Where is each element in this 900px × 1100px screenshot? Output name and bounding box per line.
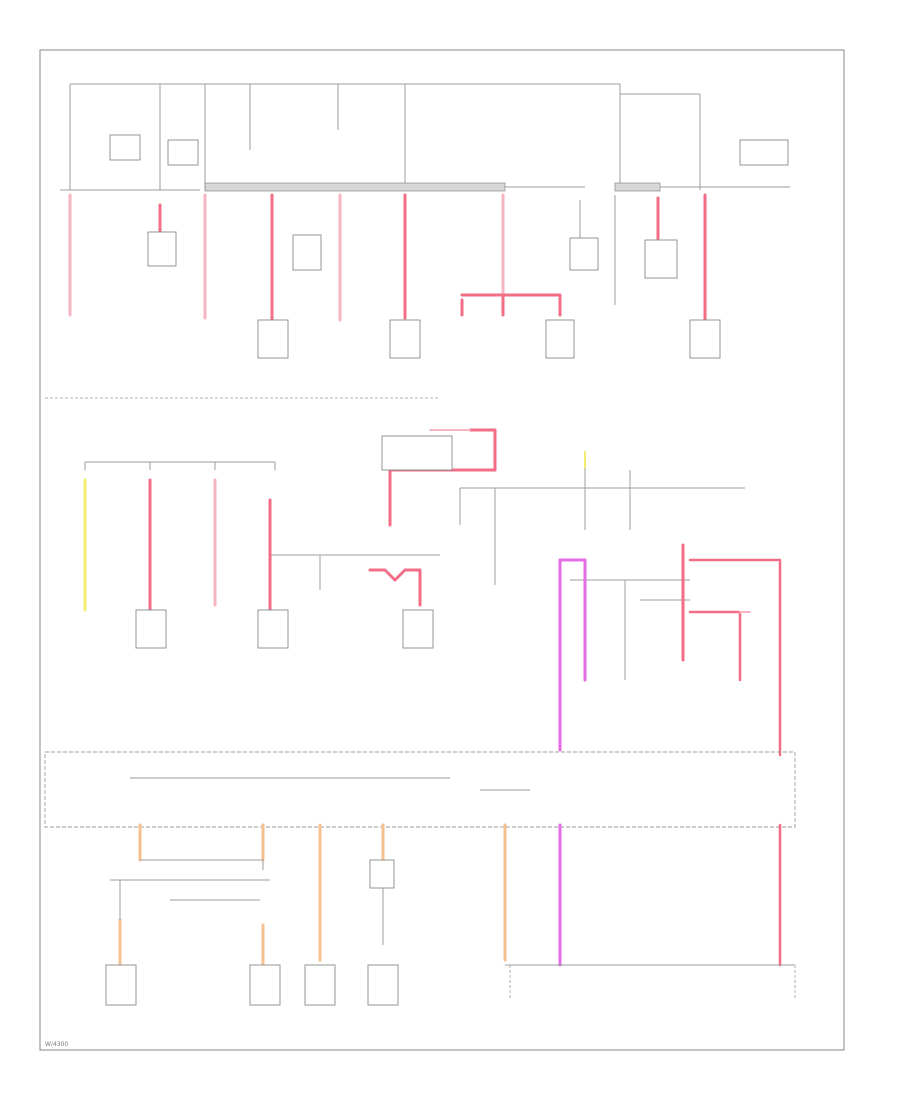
bottom-section bbox=[44, 751, 796, 1006]
strip-line bbox=[60, 186, 790, 191]
component-box-t7 bbox=[545, 319, 575, 359]
top-section bbox=[60, 83, 790, 359]
lower-fuse-block bbox=[44, 751, 796, 828]
component-box-t8 bbox=[689, 319, 721, 359]
component-box-t2 bbox=[292, 234, 322, 271]
mid-blk-2 bbox=[319, 487, 585, 590]
red-wire-right-3 bbox=[688, 610, 742, 682]
component-box-t3 bbox=[569, 237, 599, 271]
relay-box-mid bbox=[381, 435, 453, 471]
fuse-block-strip-right bbox=[614, 182, 661, 192]
mid-right-blk bbox=[570, 468, 745, 680]
component-box-t5 bbox=[257, 319, 289, 359]
bottom-blk bbox=[110, 859, 795, 966]
lower-bus bbox=[130, 777, 530, 791]
mid-drops bbox=[84, 462, 276, 470]
middle-section bbox=[83, 428, 782, 757]
component-box-t6 bbox=[389, 319, 421, 359]
component-box-m2 bbox=[257, 609, 289, 649]
top-bus-wire bbox=[70, 83, 700, 190]
component-box-b4 bbox=[367, 964, 399, 1006]
component-box-m1 bbox=[135, 609, 167, 649]
red-wire-mid-4 bbox=[368, 568, 422, 607]
component-box-b3 bbox=[304, 964, 336, 1006]
component-box-m3 bbox=[402, 609, 434, 649]
fuse-block-strip bbox=[204, 182, 506, 192]
top-bus-drops bbox=[69, 84, 701, 190]
relay-box-top-right bbox=[739, 139, 789, 166]
component-box-t1 bbox=[147, 231, 177, 267]
bottom-right-connector bbox=[509, 965, 796, 1000]
component-box-b1 bbox=[105, 964, 137, 1006]
relay-box-1 bbox=[109, 134, 141, 161]
red-wire-right-2 bbox=[688, 558, 782, 757]
relay-box-2 bbox=[167, 139, 199, 166]
black-wire-top-11 bbox=[579, 195, 616, 305]
diagram-frame bbox=[39, 49, 845, 1051]
component-box-t4 bbox=[644, 239, 678, 279]
red-wire-mid-5 bbox=[388, 428, 497, 527]
violet-wire-right bbox=[558, 558, 587, 752]
footer-code: W/4300 bbox=[45, 1041, 68, 1048]
relay-box-bottom bbox=[369, 859, 395, 889]
red-wire-top-8 bbox=[460, 293, 562, 317]
component-box-b2 bbox=[249, 964, 281, 1006]
mid-bus bbox=[85, 461, 440, 556]
